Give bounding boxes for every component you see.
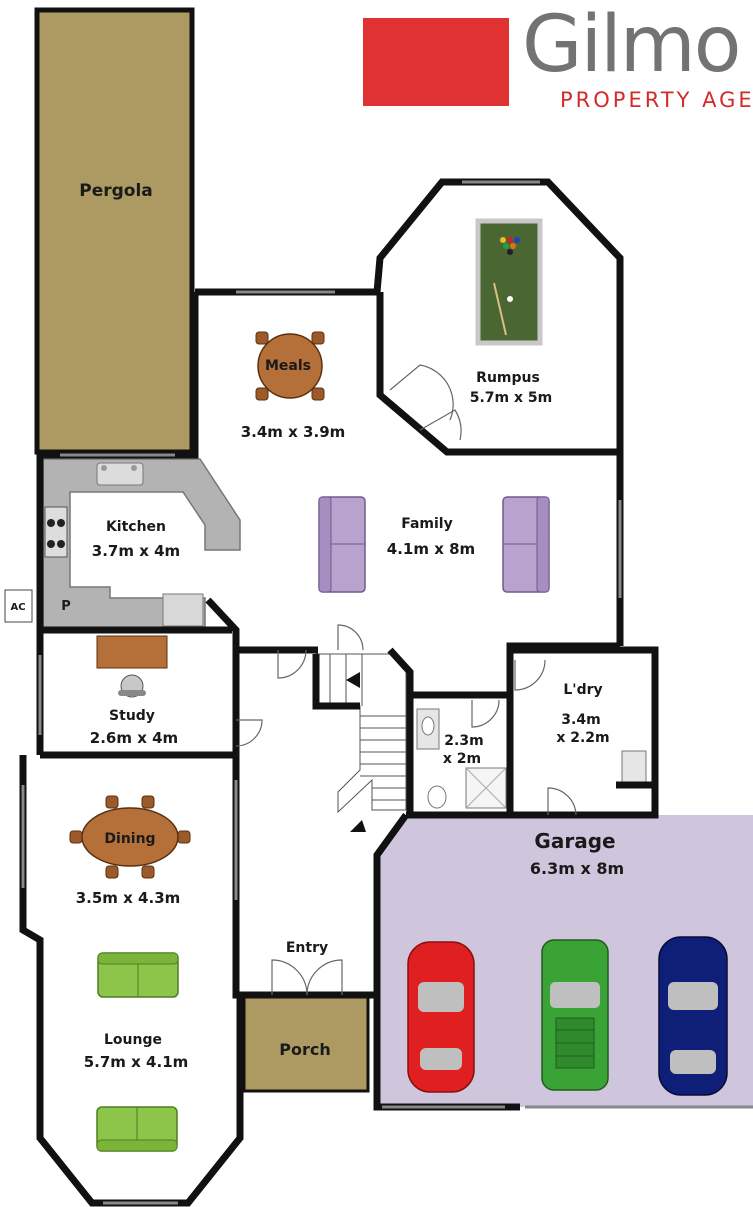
meals-chair bbox=[311, 387, 325, 401]
dining-size: 3.5m x 4.3m bbox=[76, 889, 181, 907]
family-label: Family bbox=[401, 516, 453, 532]
porch-label: Porch bbox=[279, 1040, 330, 1059]
dining-chair bbox=[105, 795, 119, 809]
family-sofa-right bbox=[502, 496, 550, 593]
study-desk bbox=[96, 635, 168, 669]
pantry-label: P bbox=[61, 599, 71, 614]
burner bbox=[57, 519, 65, 527]
pool-ball bbox=[507, 237, 513, 243]
car-green-ute bbox=[541, 939, 609, 1091]
meals-label: Meals bbox=[265, 358, 311, 374]
staircase bbox=[315, 653, 407, 832]
family-size: 4.1m x 8m bbox=[387, 540, 475, 558]
meals-chair bbox=[311, 331, 325, 345]
kitchen-bench bbox=[42, 458, 241, 629]
garage-size: 6.3m x 8m bbox=[530, 859, 624, 878]
laundry-size-line2: x 2.2m bbox=[556, 730, 609, 746]
laundry-tub bbox=[621, 750, 647, 786]
car-red bbox=[407, 941, 475, 1093]
dining-chair bbox=[105, 865, 119, 879]
study-size: 2.6m x 4m bbox=[90, 729, 178, 747]
pergola-label: Pergola bbox=[79, 181, 153, 201]
dining-chair bbox=[141, 865, 155, 879]
lounge-sofa-bottom bbox=[96, 1106, 178, 1152]
pool-ball bbox=[507, 249, 513, 255]
sink-tap-right bbox=[131, 465, 137, 471]
burner bbox=[47, 519, 55, 527]
lounge-sofa-top bbox=[97, 952, 179, 998]
ac-unit bbox=[4, 589, 33, 623]
lounge-size: 5.7m x 4.1m bbox=[84, 1053, 189, 1071]
car-blue bbox=[658, 936, 728, 1096]
dining-chair bbox=[141, 795, 155, 809]
kitchen-size: 3.7m x 4m bbox=[92, 542, 180, 560]
dining-label: Dining bbox=[104, 831, 155, 847]
pool-ball bbox=[500, 237, 506, 243]
laundry-size-line1: 3.4m bbox=[561, 712, 600, 728]
cue-ball bbox=[507, 296, 513, 302]
sink-tap-left bbox=[101, 465, 107, 471]
stair-arrow-icon bbox=[346, 672, 360, 688]
meals-table bbox=[257, 333, 323, 399]
pool-ball bbox=[503, 243, 509, 249]
bathroom-size-line1: 2.3m bbox=[444, 733, 483, 749]
lounge-label: Lounge bbox=[104, 1032, 162, 1048]
kitchen-label: Kitchen bbox=[106, 519, 166, 535]
burner bbox=[57, 540, 65, 548]
toilet bbox=[427, 785, 447, 809]
pergola-area bbox=[34, 7, 195, 455]
kitchen-appliance bbox=[162, 593, 204, 627]
laundry-label: L'dry bbox=[563, 682, 602, 698]
entry-label: Entry bbox=[286, 940, 328, 956]
meals-chair bbox=[255, 387, 269, 401]
ac-label: AC bbox=[10, 602, 25, 613]
pool-ball bbox=[514, 237, 520, 243]
pool-cue bbox=[493, 282, 507, 336]
meals-size: 3.4m x 3.9m bbox=[241, 423, 346, 441]
stair-arrow-icon bbox=[350, 820, 366, 832]
study-label: Study bbox=[109, 708, 155, 724]
pool-ball bbox=[510, 243, 516, 249]
office-chair bbox=[118, 674, 146, 698]
garage-label: Garage bbox=[534, 829, 615, 853]
doors bbox=[235, 364, 577, 996]
basin bbox=[421, 716, 435, 736]
meals-chair bbox=[255, 331, 269, 345]
dining-chair bbox=[177, 830, 191, 844]
dining-table bbox=[81, 807, 179, 867]
cooktop bbox=[44, 506, 68, 558]
family-sofa-left bbox=[318, 496, 366, 593]
rumpus-size: 5.7m x 5m bbox=[470, 390, 553, 406]
dining-chair bbox=[69, 830, 83, 844]
bathroom-size-line2: x 2m bbox=[443, 751, 481, 767]
rumpus-label: Rumpus bbox=[476, 370, 540, 386]
windows bbox=[21, 180, 753, 1205]
burner bbox=[47, 540, 55, 548]
